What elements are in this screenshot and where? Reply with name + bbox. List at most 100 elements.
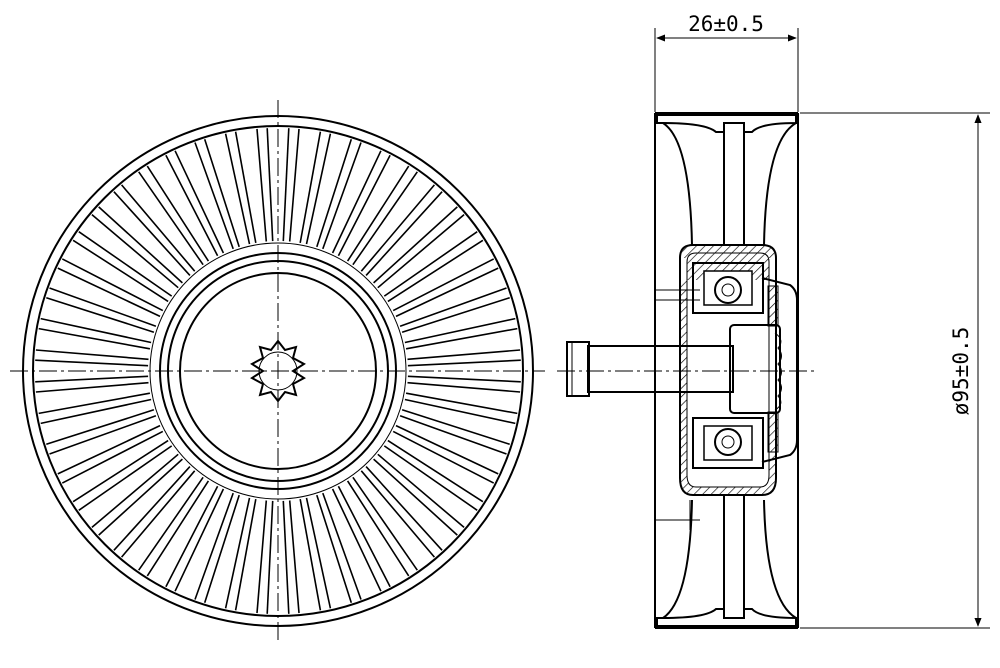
rib-edge [407,359,521,367]
rib-edge [352,171,418,266]
rib-edge [299,131,322,244]
rib-edge [404,317,516,344]
width-dimension: 26±0.5 [654,12,799,112]
rib-edge [194,142,234,250]
rib-edge [203,494,240,603]
rib-edge [146,165,210,262]
flange-left-top [662,122,693,246]
rib-edge [98,206,183,284]
rib-edge [392,258,495,312]
rib-edge [49,287,157,327]
bearing-bottom-ball-core [721,435,735,449]
shaft-main [587,345,734,393]
rib-edge [395,424,499,475]
rib-edge [331,150,382,254]
rib-edge [165,485,219,588]
rib-edge [57,424,161,475]
rib-edge [383,231,478,297]
rib-edge [224,497,251,609]
rib-edge [35,375,149,383]
rib-edge [266,500,274,614]
rib-edge [346,480,410,577]
rib-edge [399,415,507,455]
width-label: 26±0.5 [688,12,764,36]
rib-edge [138,476,204,571]
rib-edge [337,485,391,588]
rib-edge [337,154,391,257]
rib-edge [360,184,436,272]
rib-edge [165,154,219,257]
rib-edge [91,453,179,529]
flange-right-bottom [763,499,797,619]
rib-edge [346,165,410,262]
rib-edge [174,150,225,254]
rib-edge [57,267,161,318]
rib-edge [234,498,257,611]
rib-edge [316,139,353,248]
rib-edge [401,409,510,446]
rib-edge [299,498,322,611]
rib-edge [234,131,257,244]
rib-edge [40,317,152,344]
rib-edge [256,500,268,614]
rib-edge [288,500,300,614]
rib-edge [49,415,157,455]
rib-edge [373,206,458,284]
rib-edge [38,327,151,350]
rib-edge [113,191,191,276]
rib-edge [407,375,521,383]
rib-edge [72,239,169,303]
rib-edge [72,439,169,503]
rib-edge [360,470,436,558]
rib-edge [61,430,164,484]
rib-edge [305,497,332,609]
rib-edge [138,171,204,266]
rib-edge [395,267,499,318]
rib-edge [288,128,300,242]
rib-edge [373,458,458,536]
rib-edge [35,359,149,367]
rib-edge [399,287,507,327]
rib-edge [387,239,484,303]
rib-edge [407,349,521,361]
rib-edge [322,492,362,600]
end-cap-hatch [767,285,779,327]
rib-edge [305,133,332,245]
diameter-label: ø95±0.5 [949,327,973,416]
rib-edge [365,191,443,276]
flange-right-top [763,122,797,246]
rib-edge [322,142,362,250]
rib-edge [224,133,251,245]
rib-edge [387,439,484,503]
rib-edge [113,466,191,551]
hub-housing-outline [679,244,777,496]
rib-edge [35,381,149,393]
front-view [10,100,545,640]
rib-edge [46,409,155,446]
sleeve-thread [774,332,782,411]
rib-edge [35,349,149,361]
rib-edge [352,476,418,571]
hub-wall-left [681,280,687,455]
rib-edge [331,488,382,592]
rib-edge [78,445,173,511]
rib-edge [120,470,196,558]
rib-edge [365,466,443,551]
end-cap-hatch-2 [767,411,779,453]
rib-edge [98,458,183,536]
rib-edge [91,213,179,289]
rib-edge [266,128,274,242]
rib-edge [174,488,225,592]
diameter-dimension: ø95±0.5 [800,112,990,629]
rib-edge [256,128,268,242]
rib-edge [407,381,521,393]
rib-edge [282,500,290,614]
rib-edge [401,296,510,333]
shaft-tip [566,341,590,397]
rib-edge [377,213,465,289]
bearing-bottom-ball [714,428,742,456]
rib-edge [46,296,155,333]
rib-edge [78,231,173,297]
rib-edge [377,453,465,529]
flange-left-bottom [662,499,693,619]
